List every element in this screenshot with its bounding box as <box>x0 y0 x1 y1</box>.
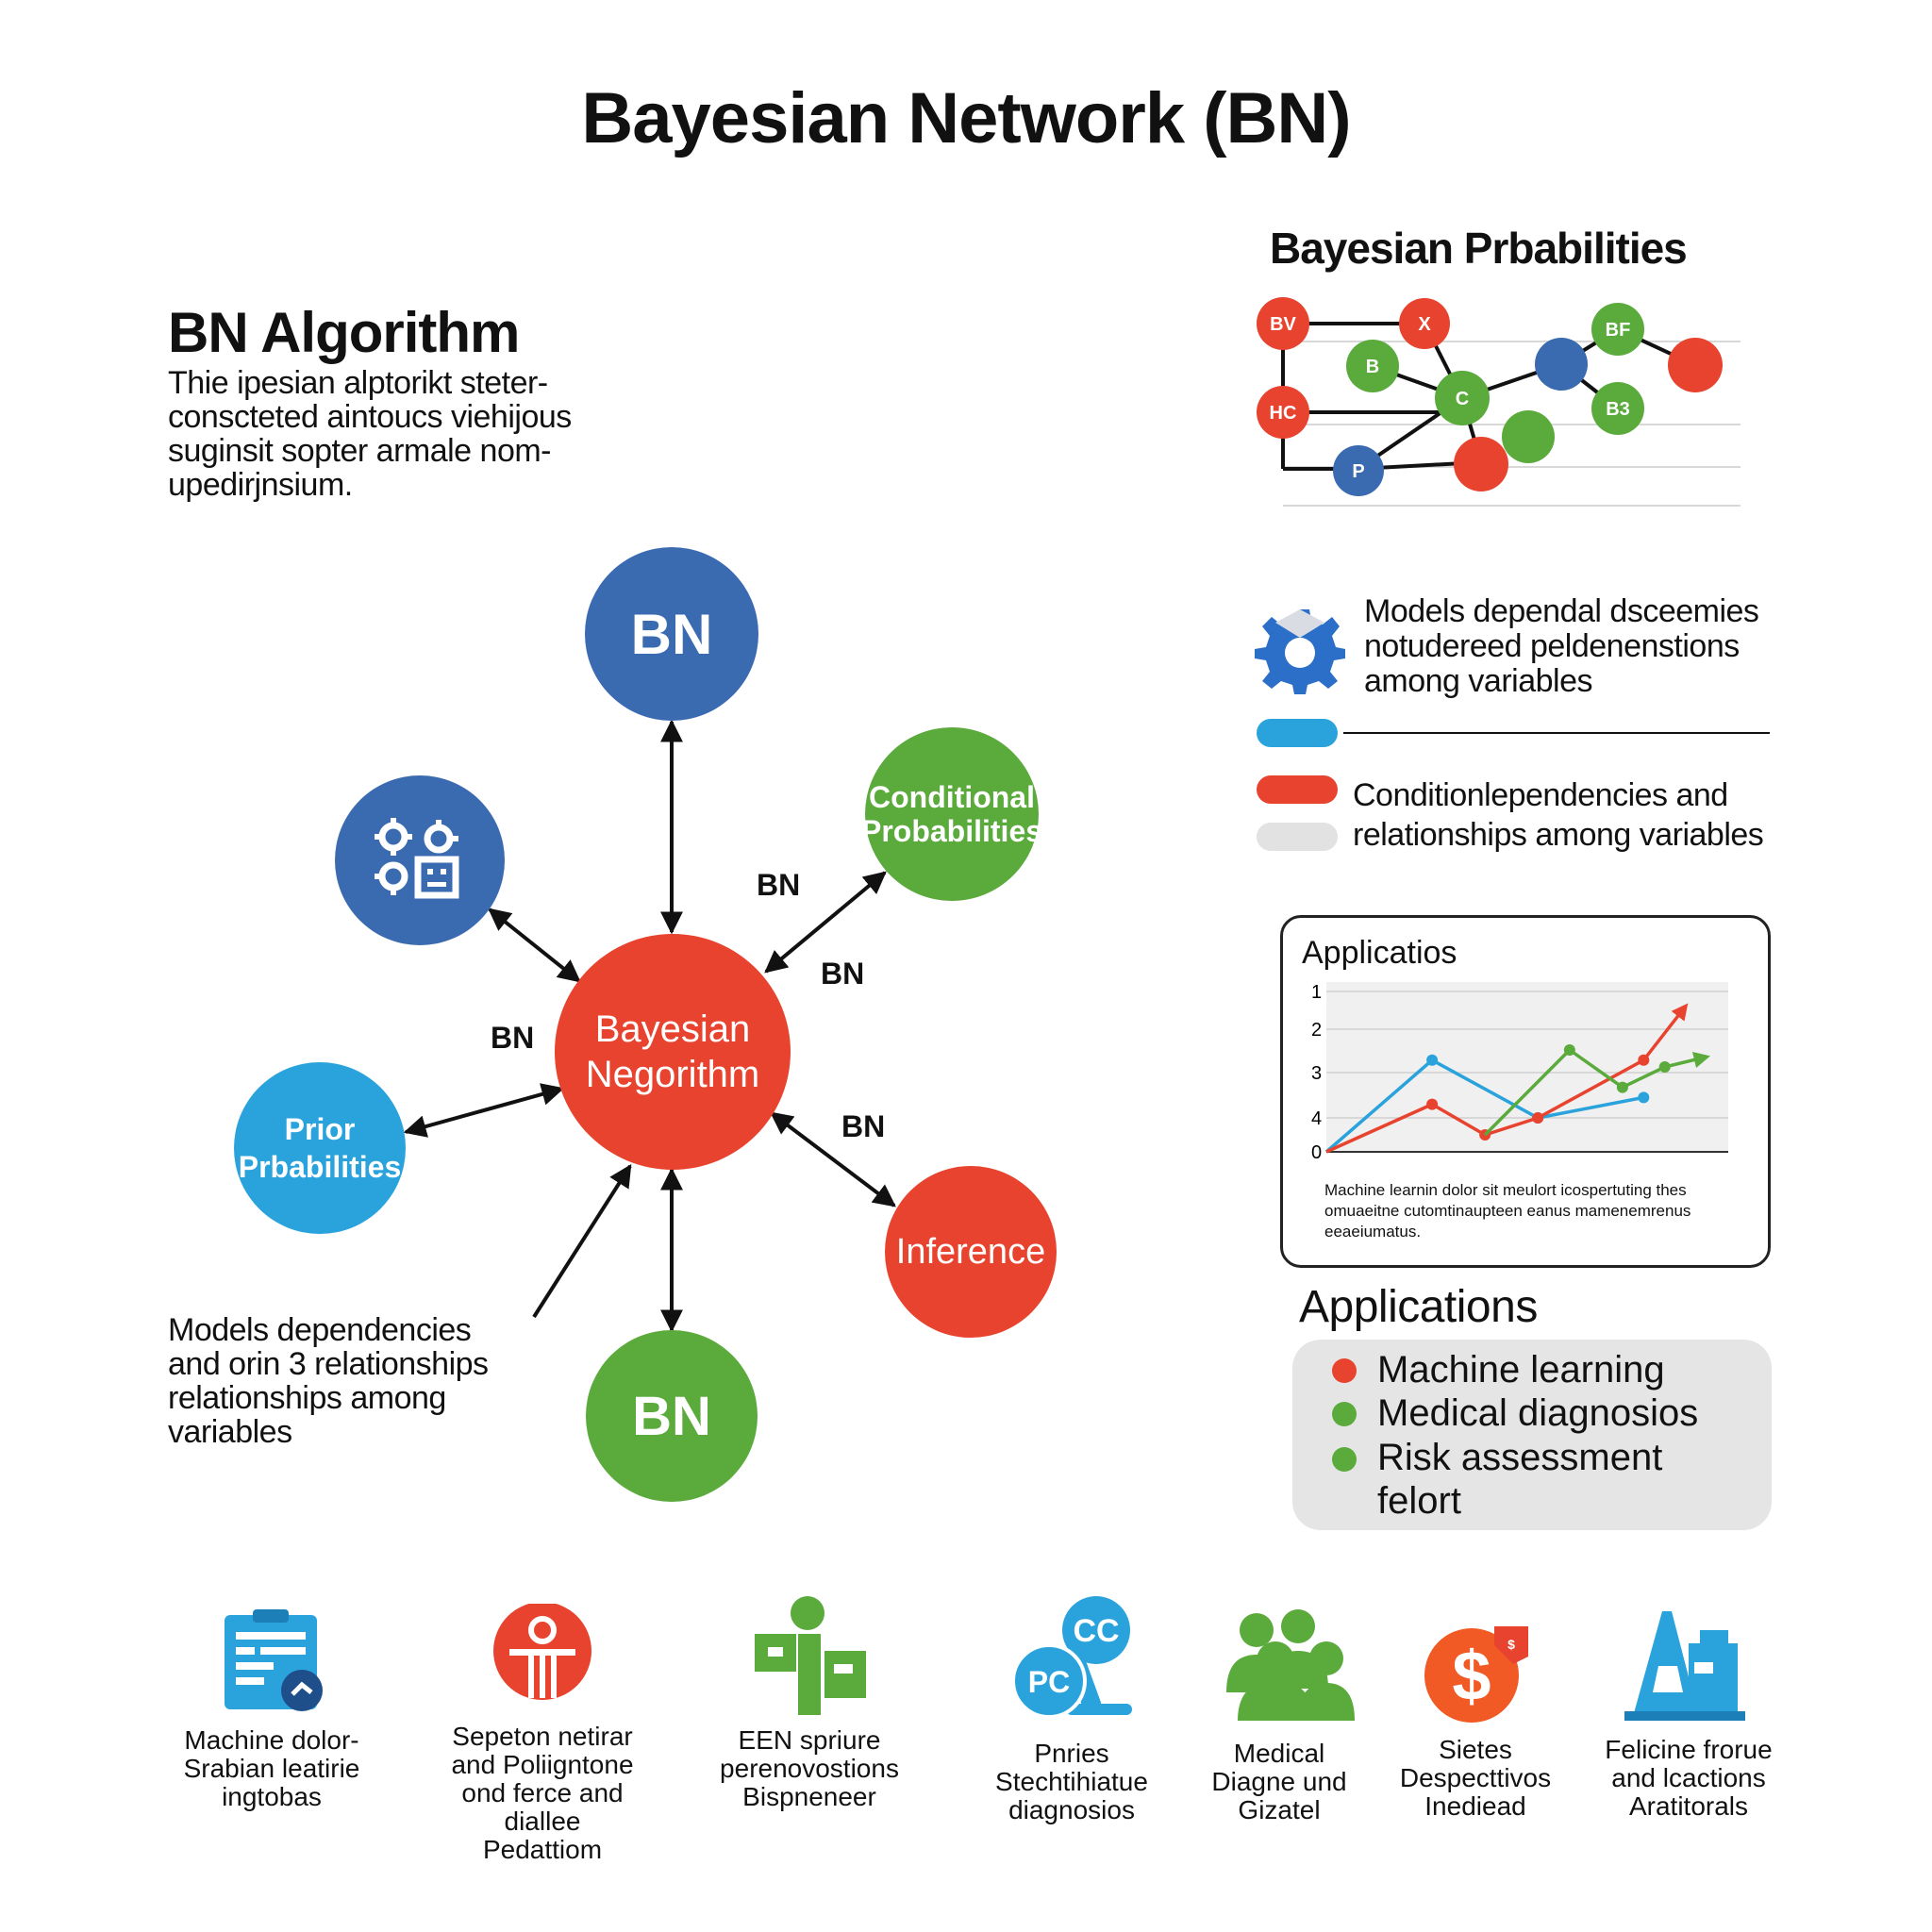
prob-node-c-label: C <box>1456 389 1469 409</box>
prob-node-bf-label: BF <box>1606 320 1631 341</box>
prob-node-b-label: B <box>1366 357 1379 377</box>
chart-point <box>1426 1054 1439 1066</box>
chart-y-tick-label: 3 <box>1311 1063 1322 1084</box>
probability-network: BV X B BF HC C B3 P <box>1257 297 1740 507</box>
application-item: Risk assessment felort <box>1332 1436 1662 1523</box>
chart-caption: Machine learnin dolor sit meulort icospe… <box>1324 1181 1691 1241</box>
node-gears <box>335 775 505 945</box>
prob-node-blue <box>1535 338 1588 391</box>
chart-y-tick-label: 0 <box>1311 1142 1322 1163</box>
person-network-icon <box>493 1604 591 1700</box>
application-item: Medical diagnosios <box>1332 1392 1698 1435</box>
lab-tower-icon <box>1624 1611 1745 1721</box>
arrow-gears <box>488 908 581 983</box>
icon-caption-6: Sietes Despecttivos Inediead <box>1399 1735 1552 1821</box>
chart-plot: 1 2 3 4 0 <box>1311 982 1728 1163</box>
gears-icon <box>375 818 459 899</box>
svg-text:CC: CC <box>1073 1613 1119 1649</box>
chart-point <box>1532 1112 1544 1124</box>
pc-cc-icon: CC PC <box>1011 1596 1132 1719</box>
arrow-note <box>532 1163 632 1319</box>
algorithm-description: Thie ipesian alptorikt steter- consctete… <box>168 365 572 503</box>
legend-item-1: Models dependal dsceemies notudereed pel… <box>1364 593 1759 699</box>
legend-swatch-blue <box>1257 719 1338 747</box>
clipboard-chart-icon <box>225 1609 323 1711</box>
people-group-icon <box>1226 1609 1355 1721</box>
prob-node-b3-label: B3 <box>1606 399 1630 420</box>
prob-node-hc <box>1257 386 1309 439</box>
icon-caption-5: Medical Diagne und Gizatel <box>1211 1739 1347 1824</box>
chart-point <box>1426 1098 1439 1110</box>
node-bottom-bn: BN <box>586 1330 758 1502</box>
edge-label-4: BN <box>841 1109 886 1143</box>
arrow-inference <box>770 1111 896 1208</box>
node-prior-probabilities: Prior Prbabilities <box>234 1062 406 1234</box>
legend-divider <box>1343 732 1770 734</box>
prob-node-bv-label: BV <box>1270 314 1296 335</box>
node-center-bayesian: Bayesian Negorithm <box>555 934 791 1170</box>
arrow-conditional <box>764 871 887 974</box>
prob-node-p <box>1333 445 1384 496</box>
edge-label-2: BN <box>821 957 865 991</box>
page-title: Bayesian Network (BN) <box>581 78 1351 158</box>
node-inference: Inference <box>885 1166 1057 1338</box>
bullet-red <box>1332 1357 1357 1383</box>
legend-swatch-red <box>1257 775 1338 804</box>
dollar-icon: $ $ <box>1424 1626 1528 1723</box>
probabilities-heading: Bayesian Prbabilities <box>1270 224 1688 273</box>
bullet-green <box>1332 1401 1357 1426</box>
icon-caption-4: Pnries Stechtihiatue diagnosios <box>995 1739 1148 1824</box>
prob-node-red-low <box>1454 437 1508 491</box>
node-conditional-probabilities: Conditional Probabilities <box>861 727 1042 901</box>
chart-y-tick-label: 1 <box>1311 982 1322 1003</box>
prob-node-red-right <box>1668 338 1723 392</box>
chart-point <box>1638 1091 1650 1104</box>
chart-point <box>1563 1044 1575 1056</box>
prob-node-bf <box>1591 303 1644 356</box>
prob-node-bv <box>1257 297 1309 350</box>
chart-y-tick-label: 4 <box>1311 1108 1322 1129</box>
chart-point <box>1616 1081 1628 1093</box>
applications-list: Machine learning Medical diagnosios Risk… <box>1292 1340 1772 1530</box>
prob-node-x-label: X <box>1418 314 1431 335</box>
prob-node-b <box>1346 340 1399 392</box>
chart-series-line <box>1325 1003 1689 1154</box>
svg-text:PC: PC <box>1028 1665 1070 1699</box>
hub-note: Models dependencies and orin 3 relations… <box>168 1312 489 1450</box>
algorithm-heading: BN Algorithm <box>168 301 520 364</box>
applications-heading: Applications <box>1299 1282 1538 1332</box>
application-label: Machine learning <box>1377 1349 1665 1391</box>
hub-arrows <box>403 719 896 1333</box>
application-item: Machine learning <box>1332 1349 1665 1391</box>
application-label: Medical diagnosios <box>1377 1392 1699 1434</box>
bullet-green <box>1332 1447 1357 1472</box>
legend-item-2: Conditionlependencies and relationships … <box>1353 777 1764 853</box>
legend-swatch-gray <box>1257 823 1338 851</box>
edge-label-3: BN <box>491 1021 535 1055</box>
puzzle-person-icon <box>755 1596 866 1715</box>
application-label: Risk assessment felort <box>1377 1437 1663 1522</box>
icon-caption-2: Sepeton netirar and Poliigntone ond ferc… <box>451 1722 634 1864</box>
prob-node-hc-label: HC <box>1270 403 1297 424</box>
edge-label-1: BN <box>757 868 801 902</box>
chart-point <box>1658 1061 1671 1073</box>
chart-title: Applicatios <box>1302 935 1457 971</box>
prob-node-b3 <box>1591 382 1644 435</box>
icon-caption-7: Felicine frorue and lcactions Aratitoral… <box>1605 1735 1773 1821</box>
icon-caption-1: Machine dolor- Srabian leatirie ingtobas <box>183 1725 360 1811</box>
svg-text:$: $ <box>1507 1637 1515 1652</box>
icon-caption-3: EEN spriure perenovostions Bispneneer <box>720 1725 899 1811</box>
chart-series-line <box>1324 1058 1644 1154</box>
prob-node-x <box>1399 298 1450 349</box>
prob-node-green-mid <box>1502 410 1555 463</box>
prob-node-c <box>1435 371 1490 425</box>
prob-node-p-label: P <box>1352 461 1364 482</box>
gear-icon <box>1255 609 1345 694</box>
svg-text:$: $ <box>1452 1637 1491 1715</box>
node-top-bn: BN <box>585 547 758 721</box>
chart-y-tick-label: 2 <box>1311 1020 1322 1041</box>
chart-point <box>1638 1054 1650 1066</box>
applications-chart-card: Applicatios 1 2 3 4 0 Machine learnin dolor … <box>1280 915 1771 1268</box>
arrow-prior <box>403 1083 565 1138</box>
